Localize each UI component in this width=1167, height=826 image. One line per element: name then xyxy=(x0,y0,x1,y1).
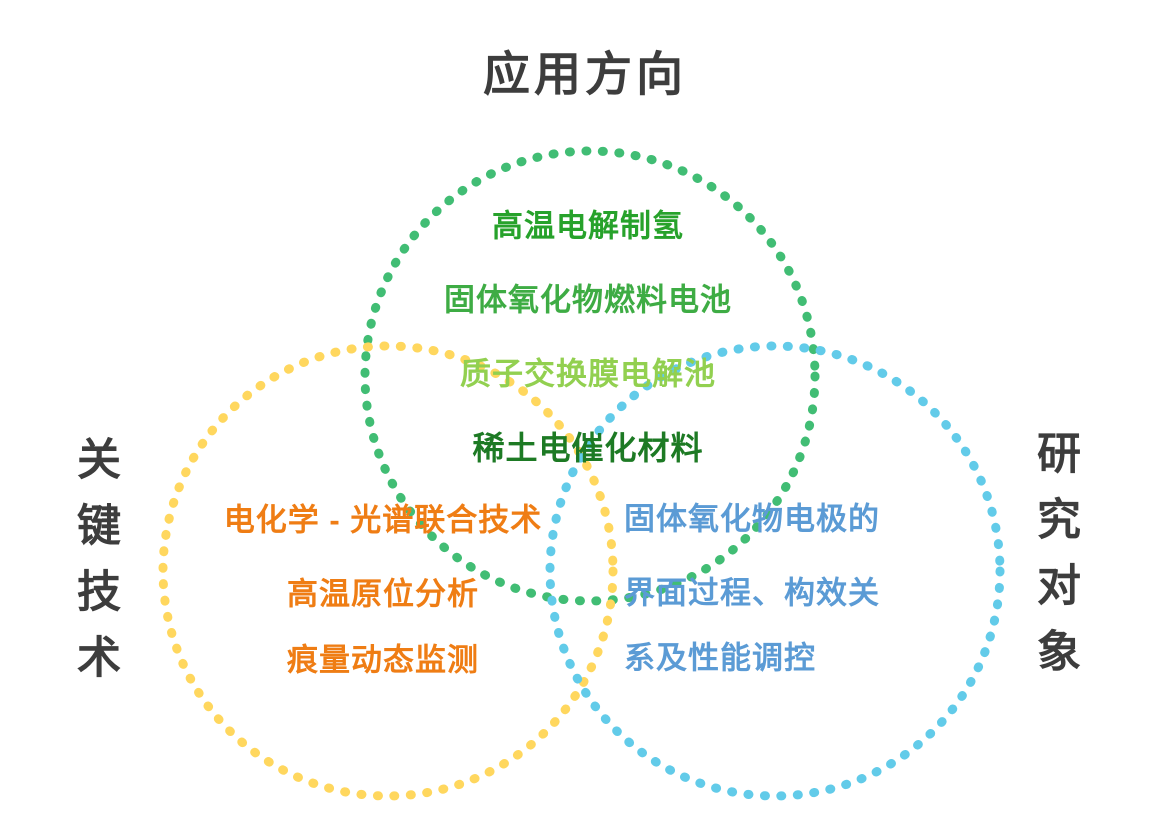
top-axis-label: 应用方向 xyxy=(483,47,687,101)
research-circle-outline xyxy=(545,341,1005,801)
right-axis-label: 研究对象 xyxy=(1030,430,1079,694)
technologies-circle-outline xyxy=(158,341,618,801)
technology-item-electrochem-spectroscopy: 电化学 - 光谱联合技术 xyxy=(223,502,543,538)
applications-circle-outline xyxy=(360,146,820,606)
application-item-sofc: 固体氧化物燃料电池 xyxy=(444,282,732,318)
research-item-line-2: 界面过程、构效关 xyxy=(624,575,880,611)
application-item-rare-earth-electrocatalyst: 稀土电催化材料 xyxy=(472,430,704,466)
technology-item-trace-dynamic-monitoring: 痕量动态监测 xyxy=(287,642,479,678)
research-item-line-3: 系及性能调控 xyxy=(624,640,816,676)
application-item-hydrogen-electrolysis: 高温电解制氢 xyxy=(492,208,684,244)
technology-item-high-temp-insitu-analysis: 高温原位分析 xyxy=(287,576,479,612)
research-item-line-1: 固体氧化物电极的 xyxy=(624,501,880,537)
application-item-pem-electrolyzer: 质子交换膜电解池 xyxy=(460,356,716,392)
left-axis-label: 关键技术 xyxy=(70,436,119,700)
